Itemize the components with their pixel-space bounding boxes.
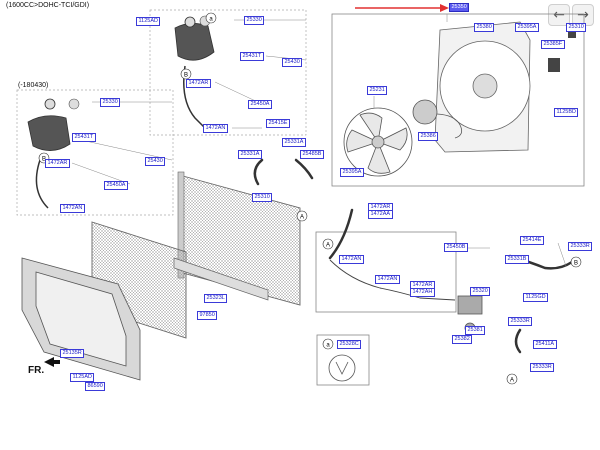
callout-B-top: B <box>180 68 192 80</box>
callout-A-rad-text: A <box>300 215 304 221</box>
part-label-25333R-c[interactable]: 25333R <box>530 363 555 372</box>
fan-shroud-drawing <box>434 21 531 153</box>
part-label-1125AD[interactable]: 1125AD <box>136 17 161 26</box>
part-label-1472AN-c2[interactable]: 1472AN <box>375 275 400 284</box>
fan-blade-drawing <box>343 107 413 177</box>
part-label-25485B[interactable]: 25485B <box>300 150 324 159</box>
callout-a-top: a <box>205 12 217 24</box>
fan-resistor-drawing <box>548 58 560 72</box>
part-label-86590[interactable]: 86590 <box>85 382 106 391</box>
part-label-25231[interactable]: 25231 <box>367 86 388 95</box>
part-label-25331A-right[interactable]: 25331A <box>282 138 306 147</box>
part-label-1472AR-mid[interactable]: 1472AR <box>45 159 70 168</box>
part-label-25333R[interactable]: 25333R <box>568 242 593 251</box>
cap-detail-box <box>316 334 370 386</box>
part-label-25330-mid[interactable]: 25330 <box>100 98 121 107</box>
part-label-97850[interactable]: 97850 <box>197 311 218 320</box>
part-label-25385F[interactable]: 25385F <box>541 40 565 49</box>
part-label-25386[interactable]: 25386 <box>418 132 439 141</box>
part-label-1125BD[interactable]: 1125BD <box>554 108 579 117</box>
part-label-1472AN-mid[interactable]: 1472AN <box>60 204 85 213</box>
part-label-1472AH[interactable]: 1472AH <box>410 288 435 297</box>
fan-motor-drawing <box>412 99 463 139</box>
part-label-25333R-b[interactable]: 25333R <box>508 317 533 326</box>
front-arrow-icon <box>44 357 60 367</box>
part-label-25380[interactable]: 25380 <box>474 23 495 32</box>
callout-a-cap: a <box>322 338 334 350</box>
hose-box <box>315 231 457 313</box>
callout-A-hose-text: A <box>326 243 330 249</box>
highlight-arrow-head-icon <box>440 4 449 12</box>
part-label-25431T[interactable]: 25431T <box>240 52 264 61</box>
reservoir-mid-drawing <box>27 98 71 209</box>
part-label-25395A-b[interactable]: 25395A <box>340 168 364 177</box>
part-label-1125GD[interactable]: 1125GD <box>523 293 549 302</box>
callout-B-right: B <box>570 256 582 268</box>
part-label-25431T-mid[interactable]: 25431T <box>72 133 96 142</box>
part-label-25323L[interactable]: 25323L <box>204 294 228 303</box>
callout-A-bottom-text: A <box>510 378 514 384</box>
part-label-1472AN-c[interactable]: 1472AN <box>339 255 364 264</box>
prev-page-button[interactable]: ← <box>548 4 570 26</box>
cap-mid-drawing <box>68 98 80 110</box>
callout-A-hose: A <box>322 238 334 250</box>
variant-note: (-180430) <box>18 82 49 89</box>
part-label-25331A-left[interactable]: 25331A <box>238 150 262 159</box>
callout-A-bottom: A <box>506 373 518 385</box>
part-label-1472AN-top[interactable]: 1472AN <box>203 124 228 133</box>
part-label-25382[interactable]: 25382 <box>452 335 473 344</box>
callout-A-rad: A <box>296 210 308 222</box>
part-label-1472AR-top[interactable]: 1472AR <box>186 79 211 88</box>
part-label-25350-main[interactable]: 25350 <box>449 3 470 12</box>
fan-assembly-box <box>331 13 585 187</box>
callout-a-top-text: a <box>209 17 213 23</box>
callout-a-cap-text: a <box>326 343 330 349</box>
arrow-left-icon: ← <box>553 7 565 23</box>
part-label-1125AD-b[interactable]: 1125AD <box>70 373 95 382</box>
engine-spec-title: (1600CC>DOHC-TCI/GDI) <box>6 2 90 9</box>
reservoir-mid-box <box>16 89 174 216</box>
callout-B-mid-text: B <box>42 157 46 163</box>
part-label-25320[interactable]: 25320 <box>470 287 491 296</box>
part-label-25328C[interactable]: 25328C <box>337 340 362 349</box>
part-label-25395A[interactable]: 25395A <box>515 23 539 32</box>
fan-connector-drawing <box>568 28 576 38</box>
part-label-25331B[interactable]: 25331B <box>505 255 529 264</box>
reservoir-top-box <box>149 9 307 136</box>
part-label-25381[interactable]: 25381 <box>465 326 486 335</box>
part-label-25310[interactable]: 25310 <box>566 23 587 32</box>
part-label-25450B[interactable]: 25450B <box>444 243 468 252</box>
reservoir-top-drawing <box>174 16 215 129</box>
part-label-25135R[interactable]: 25135R <box>60 349 85 358</box>
part-label-25430-top[interactable]: 25430 <box>282 58 303 67</box>
front-marker-label: FR. <box>28 365 45 376</box>
part-label-25450A-mid[interactable]: 25450A <box>104 181 128 190</box>
cap-detail-icon <box>328 354 356 382</box>
callout-B-right-text: B <box>574 261 578 267</box>
callout-B-top-text: B <box>184 73 188 79</box>
part-label-1472AA[interactable]: 1472AA <box>368 210 393 219</box>
part-label-25430-mid[interactable]: 25430 <box>145 157 166 166</box>
part-label-25310-rad[interactable]: 25310 <box>252 193 273 202</box>
part-label-25414E[interactable]: 25414E <box>520 236 544 245</box>
seal-strip-drawing <box>173 257 269 301</box>
part-label-25411A[interactable]: 25411A <box>533 340 557 349</box>
part-label-25415E[interactable]: 25415E <box>266 119 290 128</box>
air-guard-drawing <box>21 257 141 381</box>
arrow-right-icon: → <box>577 7 589 23</box>
part-label-25450A-top[interactable]: 25450A <box>248 100 272 109</box>
part-label-25330-top[interactable]: 25330 <box>244 16 265 25</box>
